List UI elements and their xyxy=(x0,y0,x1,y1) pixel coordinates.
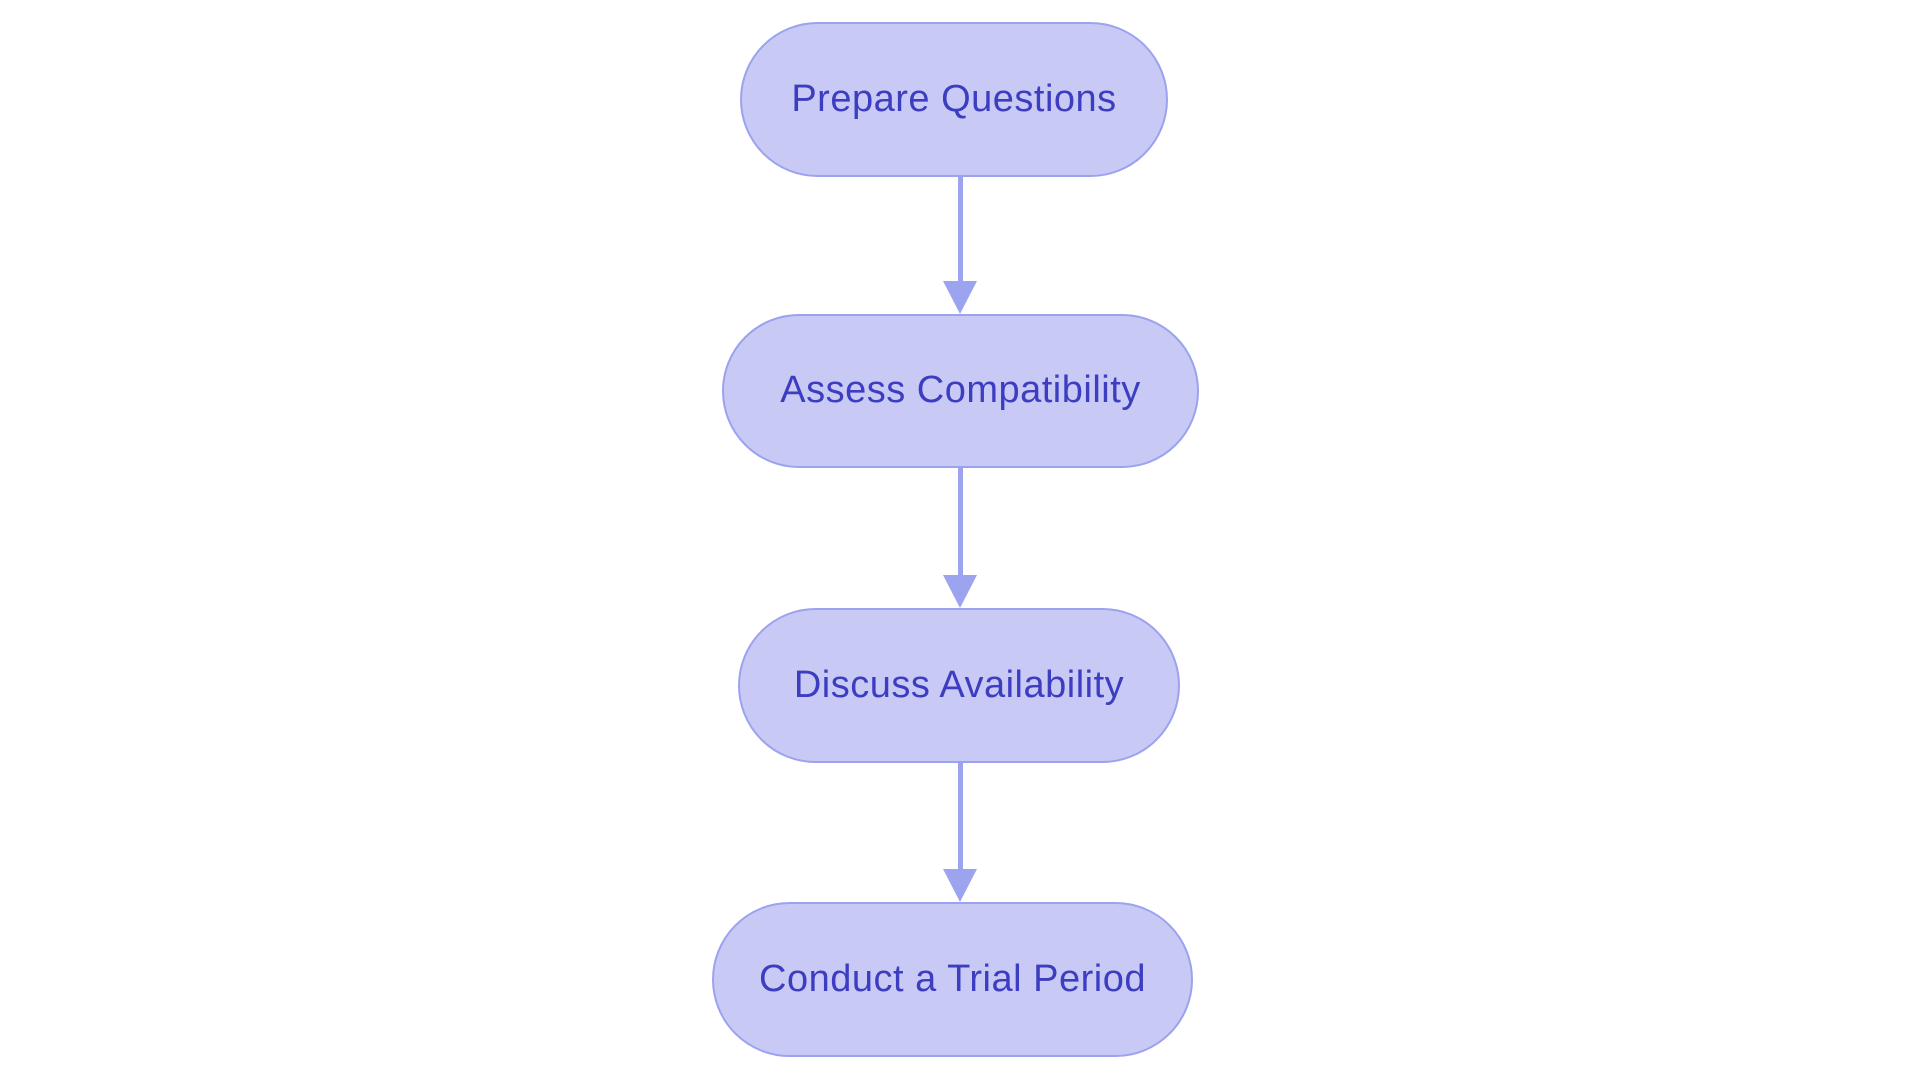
flow-node-label: Prepare Questions xyxy=(791,77,1117,120)
flow-node-conduct-trial-period: Conduct a Trial Period xyxy=(712,902,1193,1057)
flow-node-assess-compatibility: Assess Compatibility xyxy=(722,314,1199,468)
arrow-down-icon xyxy=(943,281,977,314)
flow-arrow-3 xyxy=(943,763,977,902)
arrow-shaft xyxy=(957,468,963,575)
flow-node-label: Discuss Availability xyxy=(793,663,1125,706)
arrow-down-icon xyxy=(943,575,977,608)
flow-arrow-2 xyxy=(943,468,977,608)
arrow-shaft xyxy=(957,763,963,869)
arrow-down-icon xyxy=(943,869,977,902)
flow-node-label: Assess Compatibility xyxy=(780,369,1141,411)
arrow-shaft xyxy=(957,177,963,281)
flow-node-prepare-questions: Prepare Questions xyxy=(740,22,1168,177)
flow-node-discuss-availability: Discuss Availability xyxy=(738,608,1180,763)
flow-node-label: Conduct a Trial Period xyxy=(759,957,1146,1000)
flow-arrow-1 xyxy=(943,177,977,314)
